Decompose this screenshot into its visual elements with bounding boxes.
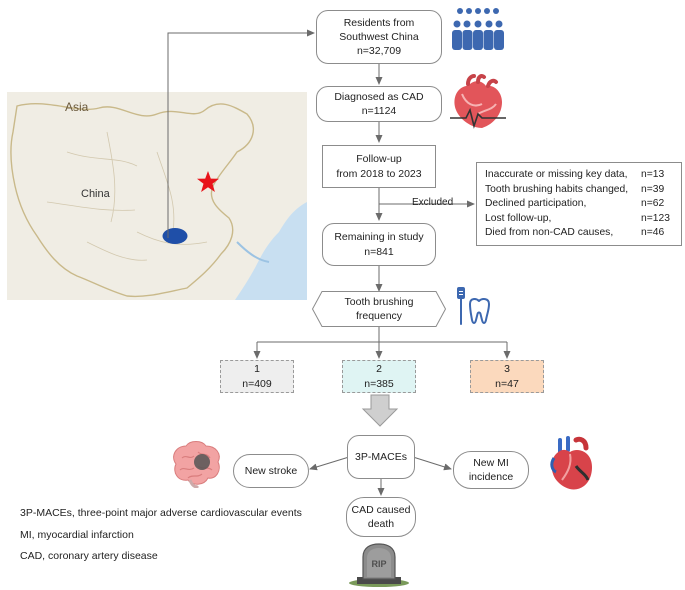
excluded-label: Excluded <box>412 197 454 208</box>
mi-line1: New MI <box>473 456 509 469</box>
people-icon <box>452 8 504 50</box>
china-map: Asia China <box>7 92 307 300</box>
group-1-count: n=409 <box>242 377 272 390</box>
maces-label: 3P-MACEs <box>355 450 407 463</box>
diagnosed-count: n=1124 <box>361 105 397 117</box>
brushing-box: Tooth brushing frequency <box>312 291 446 327</box>
residents-count: n=32,709 <box>356 45 402 58</box>
maces-box: 3P-MACEs <box>347 435 415 479</box>
map-label-asia: Asia <box>65 100 89 114</box>
remaining-count: n=841 <box>364 245 394 258</box>
brushing-line1: Tooth brushing <box>344 295 414 308</box>
group-2-label: 2 <box>376 363 382 376</box>
exclusion-row: Declined participation,n=62 <box>485 198 665 210</box>
exclusion-row: Lost follow-up,n=123 <box>485 212 670 224</box>
group-3-count: n=47 <box>495 377 519 390</box>
stroke-box: New stroke <box>233 454 309 488</box>
map-label-china: China <box>81 188 110 200</box>
exclusion-row: Died from non-CAD causes,n=46 <box>485 227 665 239</box>
residents-line1: Residents from <box>343 16 415 29</box>
residents-box: Residents from Southwest China n=32,709 <box>316 10 442 64</box>
residents-line2: Southwest China <box>339 30 419 43</box>
group-2-count: n=385 <box>364 377 394 390</box>
toothbrush-tooth-icon <box>457 287 490 325</box>
group-box-3: 3 n=47 <box>470 360 544 393</box>
abbreviation-mi: MI, myocardial infarction <box>20 529 134 541</box>
exclusion-row: Inaccurate or missing key data,n=13 <box>485 169 665 180</box>
brain-icon <box>173 441 220 488</box>
death-box: CAD caused death <box>346 497 416 537</box>
exclusion-row: Tooth brushing habits changed,n=39 <box>485 183 665 195</box>
mi-line2: incidence <box>468 471 514 483</box>
remaining-box: Remaining in study n=841 <box>322 223 436 266</box>
abbreviation-cad: CAD, coronary artery disease <box>20 550 158 562</box>
diagnosed-box: Diagnosed as CAD n=1124 <box>316 86 442 122</box>
stroke-label: New stroke <box>244 464 298 477</box>
brushing-line2: frequency <box>355 310 403 322</box>
tombstone-icon: RIP <box>349 543 409 587</box>
followup-line1: Follow-up <box>356 153 402 166</box>
tombstone-text: RIP <box>371 559 386 569</box>
big-down-arrow <box>361 394 399 427</box>
group-1-label: 1 <box>254 363 260 376</box>
exclusion-box: Inaccurate or missing key data,n=13 Toot… <box>476 162 682 246</box>
diagnosed-line1: Diagnosed as CAD <box>334 90 424 103</box>
followup-box: Follow-up from 2018 to 2023 <box>322 145 436 188</box>
group-3-label: 3 <box>504 363 510 376</box>
group-box-2: 2 n=385 <box>342 360 416 393</box>
mi-box: New MI incidence <box>453 451 529 489</box>
death-line2: death <box>367 518 395 530</box>
mi-heart-icon <box>550 436 592 490</box>
star-icon <box>197 171 219 192</box>
death-line1: CAD caused <box>351 503 411 516</box>
brushing-hexagon <box>312 291 446 327</box>
abbreviation-maces: 3P-MACEs, three-point major adverse card… <box>20 507 302 519</box>
group-box-1: 1 n=409 <box>220 360 294 393</box>
region-marker <box>162 228 188 244</box>
followup-line2: from 2018 to 2023 <box>336 167 422 180</box>
heart-icon <box>450 74 506 129</box>
map-landmass <box>7 92 307 300</box>
remaining-line1: Remaining in study <box>334 231 424 244</box>
